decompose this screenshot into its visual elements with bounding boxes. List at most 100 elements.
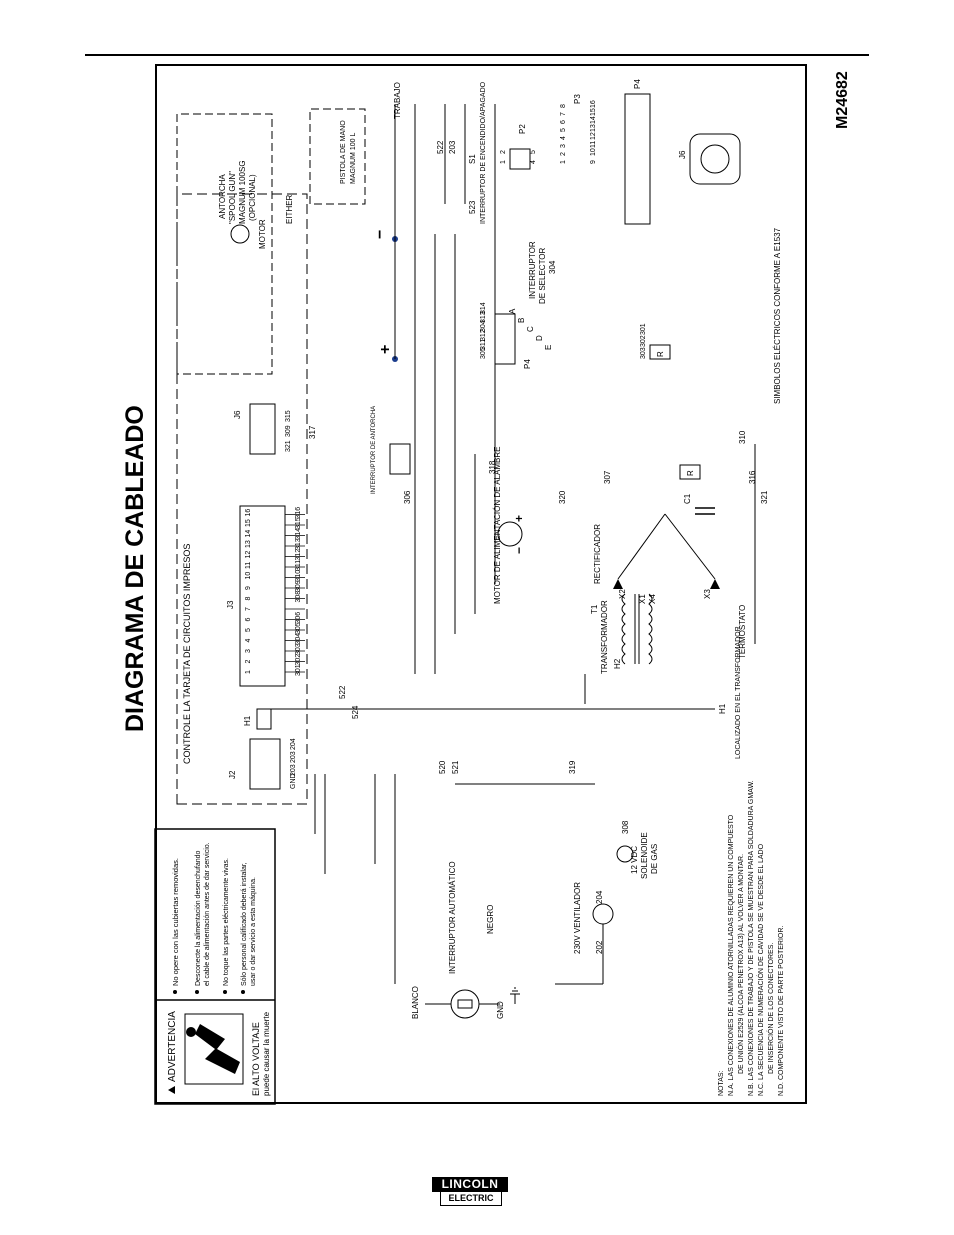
notes-header: NOTAS: — [718, 1070, 725, 1096]
j3-pin: 10 — [245, 572, 252, 580]
note-line-1: N.A. LAS CONEXIONES DE ALUMINIO ATORNILL… — [728, 814, 735, 1096]
selector-switch-label-2: DE SELECTOR — [538, 247, 547, 304]
wire-520: 520 — [438, 760, 447, 774]
spool-gun-label-4: (OPCIONAL) — [248, 174, 257, 221]
j3-wire-labels: 3013023033043053063083093103113123133143… — [285, 507, 305, 676]
p3-pin: 11 — [590, 141, 597, 148]
control-board-label: CONTROLE LA TARJETA DE CIRCUITOS IMPRESO… — [182, 544, 192, 764]
j3-wire: 302 — [295, 654, 302, 666]
x4-label: X4 — [648, 594, 657, 604]
warning-voltage-line1: El ALTO VOLTAJE — [251, 1022, 261, 1096]
j3-wire: 308 — [295, 591, 302, 603]
circuit-breaker-label: INTERRUPTOR AUTOMÁTICO — [448, 861, 457, 974]
warning-header: ADVERTENCIA — [167, 1011, 178, 1082]
control-board: CONTROLE LA TARJETA DE CIRCUITOS IMPRESO… — [176, 193, 360, 805]
j3-wire: 313 — [295, 538, 302, 550]
j3-pin: 8 — [245, 597, 252, 601]
j3-wire: 312 — [295, 549, 302, 561]
pot-wire: 301 — [640, 323, 647, 335]
selector-switch-label-1: INTERRUPTOR — [528, 241, 537, 299]
wire-203-s1: 203 — [448, 140, 457, 154]
spool-gun: ANTORCHA "SPOOL GUN" MAGNUM 100SG (OPCIO… — [176, 113, 273, 375]
pot-wire: 302 — [640, 335, 647, 347]
p3-pin: 9 — [590, 160, 597, 164]
motor-minus: − — [512, 547, 526, 554]
positive-terminal: + — [377, 345, 394, 354]
j3-pin: 16 — [245, 509, 252, 517]
spool-gun-label-2: "SPOOL GUN" — [228, 171, 237, 224]
j3-pin: 12 — [245, 551, 252, 559]
warning-panel: ADVERTENCIA El ALTO VOLTAJE puede causar… — [154, 828, 276, 1105]
motor-label: MOTOR — [258, 219, 267, 249]
wire-304-selector: 304 — [548, 260, 557, 274]
transformer-label: TRANSFORMADOR — [600, 600, 609, 674]
spool-gun-label-1: ANTORCHA — [218, 174, 227, 219]
j6-round-label: J6 — [678, 150, 687, 159]
p3-pin: 16 — [590, 100, 597, 108]
h1-line-label: H1 — [718, 703, 727, 714]
r-label: R — [686, 470, 695, 476]
p4-wire: 313 — [480, 311, 487, 323]
j3-wire: 303 — [295, 643, 302, 655]
gnd-label: GND — [496, 1001, 505, 1019]
output-terminals: + − — [372, 104, 398, 362]
resistor-r: R — [679, 464, 701, 480]
j2-label: J2 — [228, 770, 237, 779]
gas-solenoid-label: SOLENOIDE — [640, 832, 649, 879]
selector-position: D — [535, 335, 544, 341]
warning-bullet-1: No opere con las cubiertas removidas. — [171, 858, 180, 986]
hand-gun-label-1: PISTOLA DE MANO — [340, 120, 347, 184]
wire-318: 318 — [488, 460, 497, 474]
thermostat: TERMOSTATO — [738, 444, 756, 659]
j3-pin: 4 — [245, 639, 252, 643]
j3-wire: 304 — [295, 633, 302, 645]
wire-317: 317 — [308, 425, 317, 439]
white-wire-label: BLANCO — [411, 986, 420, 1019]
j3-wire: 315 — [295, 517, 302, 529]
gas-solenoid-label-2: DE GAS — [650, 844, 659, 874]
j3-pin: 15 — [245, 519, 252, 527]
logo-top: LINCOLN — [432, 1177, 508, 1192]
logo-bottom: ELECTRIC — [440, 1192, 502, 1206]
j2-wire: 203 — [290, 751, 297, 763]
p4-wire: 304 — [480, 320, 487, 332]
warning-triangle-icon — [168, 1086, 175, 1094]
thermostat-label: TERMOSTATO — [738, 605, 747, 659]
p4-wire: 312 — [480, 329, 487, 341]
warning-bullet-3: el cable de alimentación antes de dar se… — [204, 842, 211, 986]
diagram-frame — [155, 64, 807, 1104]
p3-pin: 1 — [560, 160, 567, 164]
j3-pin: 14 — [245, 530, 252, 538]
wire-204: 204 — [595, 890, 604, 904]
p3-pin: 2 — [560, 152, 567, 156]
wire-306: 306 — [403, 490, 412, 504]
j3-wire: 309 — [295, 580, 302, 592]
selector-position: C — [526, 326, 535, 332]
black-wire-label: NEGRO — [486, 905, 495, 934]
gas-solenoid: 12 VDC SOLENOIDE DE GAS 308 — [616, 820, 659, 879]
p4-grid-label: P4 — [633, 79, 642, 89]
electric-shock-icon — [184, 1013, 244, 1085]
p3-pin: 14 — [590, 116, 597, 124]
lincoln-electric-logo: LINCOLN ELECTRIC — [432, 1177, 508, 1207]
j6-wire: 309 — [285, 425, 292, 437]
selector-position: E — [544, 345, 553, 350]
c1-label: C1 — [683, 493, 692, 504]
j3-wire: 316 — [295, 507, 302, 519]
j3-pin: 6 — [245, 618, 252, 622]
selector-position: B — [517, 318, 526, 323]
warning-voltage-line2: puede causar la muerte — [262, 1011, 271, 1096]
p3-pin: 6 — [560, 120, 567, 124]
x3-label: X3 — [703, 589, 712, 599]
warning-bullet-4: No toque las partes eléctricamente vivas… — [223, 858, 230, 986]
j3-wire: 305 — [295, 622, 302, 634]
pot-r-label: R — [656, 351, 665, 357]
wire-524: 524 — [351, 705, 360, 719]
work-label: TRABAJO — [393, 82, 402, 119]
